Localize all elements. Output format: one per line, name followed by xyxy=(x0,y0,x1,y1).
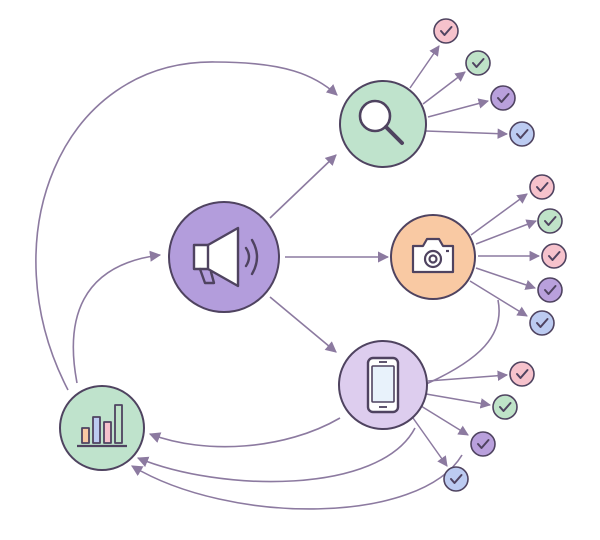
search-node xyxy=(339,80,427,168)
check-badge-circle xyxy=(470,431,496,457)
connector-camera-to-check-5 xyxy=(469,280,528,317)
check-badge-circle xyxy=(529,174,555,200)
connector-group xyxy=(35,45,541,510)
checkmark-icon xyxy=(450,474,463,484)
checkmark-icon xyxy=(516,129,529,139)
check-badge xyxy=(509,121,535,147)
connector-camera-to-check-4 xyxy=(475,267,536,290)
connector-phone-to-check-4 xyxy=(412,417,448,467)
connector-camera-to-check-2 xyxy=(475,219,537,245)
connector-search-to-check-2 xyxy=(422,71,466,105)
check-badge-circle xyxy=(443,466,469,492)
check-badge-circle xyxy=(537,277,563,303)
connector-camera-to-phone xyxy=(423,299,500,386)
connector-megaphone-to-search xyxy=(269,154,337,219)
checkmark-icon xyxy=(548,251,561,261)
check-badge-circle xyxy=(492,394,518,420)
camera-node xyxy=(390,214,476,300)
check-badge xyxy=(541,243,567,269)
check-badge xyxy=(490,85,516,111)
magnifier-icon xyxy=(358,99,404,145)
checkmark-icon xyxy=(497,93,510,103)
check-badge-circle xyxy=(537,208,563,234)
bar-chart-icon xyxy=(77,404,127,448)
checkmark-icon xyxy=(440,26,453,36)
check-badge-group xyxy=(433,18,567,492)
checkmark-icon xyxy=(499,402,512,412)
camera-icon xyxy=(411,237,455,274)
connector-phone-to-check-3 xyxy=(420,405,469,436)
checkmark-icon xyxy=(544,216,557,226)
connector-phone-to-check-2 xyxy=(425,393,492,409)
connector-megaphone-to-phone xyxy=(269,296,337,353)
checkmark-icon xyxy=(477,439,490,449)
checkmark-icon xyxy=(544,285,557,295)
check-badge xyxy=(509,361,535,387)
connector-search-to-check-1 xyxy=(409,45,440,89)
connector-outer-to-chart xyxy=(131,454,463,510)
check-badge xyxy=(537,277,563,303)
checkmark-icon xyxy=(536,182,549,192)
checkmark-icon xyxy=(516,369,529,379)
check-badge xyxy=(465,50,491,76)
check-badge-circle xyxy=(490,85,516,111)
smartphone-node xyxy=(338,340,428,430)
connector-phone-to-check-1 xyxy=(427,370,509,382)
connector-chart-to-megaphone xyxy=(72,250,162,384)
check-badge xyxy=(470,431,496,457)
check-badge-circle xyxy=(465,50,491,76)
connector-chart-to-search xyxy=(35,61,338,391)
check-badge-circle xyxy=(541,243,567,269)
connector-phone-bottom-to-chart xyxy=(136,427,416,483)
check-badge xyxy=(443,466,469,492)
megaphone-icon xyxy=(192,226,259,288)
checkmark-icon xyxy=(536,318,549,328)
smartphone-icon xyxy=(366,356,400,414)
connector-search-to-check-3 xyxy=(427,98,490,118)
analytics-node-circle xyxy=(59,385,145,471)
megaphone-node xyxy=(168,201,280,313)
check-badge xyxy=(529,310,555,336)
analytics-node xyxy=(59,385,145,471)
check-badge xyxy=(433,18,459,44)
connector-search-to-check-4 xyxy=(425,128,509,139)
check-badge xyxy=(529,174,555,200)
check-badge xyxy=(537,208,563,234)
checkmark-icon xyxy=(472,58,485,68)
check-badge-circle xyxy=(529,310,555,336)
check-badge xyxy=(492,394,518,420)
check-badge-circle xyxy=(433,18,459,44)
check-badge-circle xyxy=(509,121,535,147)
connector-phone-to-chart xyxy=(148,417,341,448)
connector-camera-to-check-1 xyxy=(470,193,528,236)
check-badge-circle xyxy=(509,361,535,387)
